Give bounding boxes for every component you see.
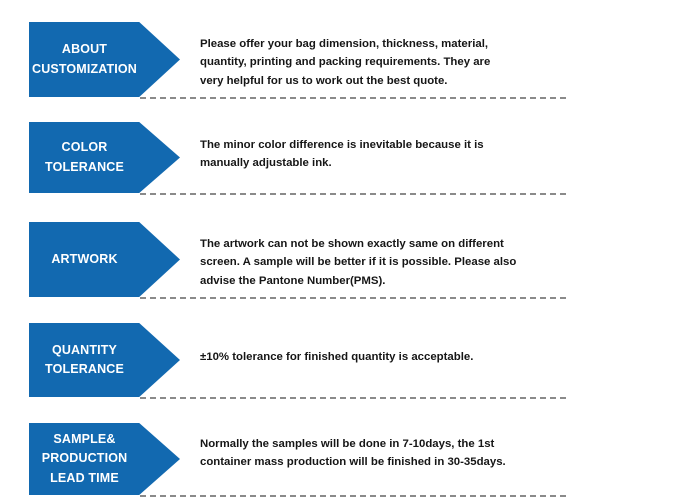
faq-row: SAMPLE& PRODUCTION LEAD TIME Normally th… [0, 423, 700, 497]
faq-banner-label: SAMPLE& PRODUCTION LEAD TIME [41, 431, 128, 485]
faq-body-text: The minor color difference is inevitable… [200, 139, 484, 170]
faq-divider [140, 397, 566, 399]
faq-divider [140, 297, 566, 299]
faq-banner-quantity-tolerance[interactable]: QUANTITY TOLERANCE [29, 323, 180, 397]
faq-row: ABOUT CUSTOMIZATION Please offer your ba… [0, 22, 700, 99]
faq-banner-sample-production-lead-time[interactable]: SAMPLE& PRODUCTION LEAD TIME [29, 423, 180, 495]
faq-banner-about-customization[interactable]: ABOUT CUSTOMIZATION [29, 22, 180, 97]
faq-banner-artwork[interactable]: ARTWORK [29, 222, 180, 297]
faq-body-text: Normally the samples will be done in 7-1… [200, 438, 506, 469]
faq-banner-color-tolerance[interactable]: COLOR TOLERANCE [29, 122, 180, 193]
faq-body-text: ±10% tolerance for finished quantity is … [200, 351, 474, 363]
faq-banner-label: ARTWORK [51, 251, 118, 266]
faq-banner-label: ABOUT CUSTOMIZATION [32, 42, 137, 76]
faq-row: ARTWORK The artwork can not be shown exa… [0, 222, 700, 299]
faq-divider [140, 193, 566, 195]
faq-body-text: The artwork can not be shown exactly sam… [200, 238, 517, 287]
faq-divider [140, 495, 566, 497]
faq-row: QUANTITY TOLERANCE ±10% tolerance for fi… [0, 323, 700, 399]
faq-banner-label: COLOR TOLERANCE [45, 140, 124, 174]
faq-banner-label: QUANTITY TOLERANCE [45, 342, 124, 376]
faq-row: COLOR TOLERANCE The minor color differen… [0, 122, 700, 195]
faq-body-text: Please offer your bag dimension, thickne… [200, 38, 491, 87]
faq-divider [140, 97, 566, 99]
